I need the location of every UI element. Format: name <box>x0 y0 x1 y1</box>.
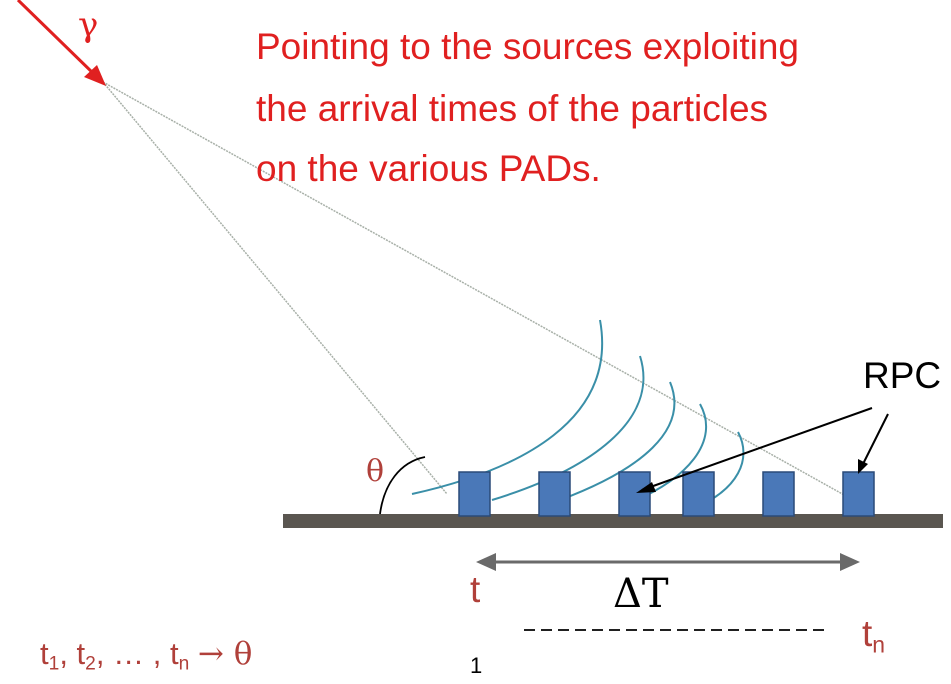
rpc-pad <box>459 472 490 516</box>
rpc-pad <box>619 472 650 516</box>
rpc-pad <box>843 472 874 516</box>
caption-line-3: on the various PADs. <box>256 146 601 192</box>
t-start-index: 1 <box>470 654 482 678</box>
formula-comma: , <box>96 636 113 671</box>
rpc-pad <box>539 472 570 516</box>
formula-space <box>161 636 170 671</box>
formula-t1: t <box>40 636 49 671</box>
formula-tn: t <box>170 636 179 671</box>
rpc-label: RPC <box>863 356 941 396</box>
formula-comma: , <box>59 636 76 671</box>
theta-angle-arc <box>380 457 425 514</box>
formula-t2: t <box>77 636 86 671</box>
delta-t-arrow-head-right <box>840 553 860 571</box>
caption-line-1: Pointing to the sources exploiting <box>256 24 799 70</box>
formula-arrow-theta: → θ <box>198 636 253 672</box>
gamma-label: γ <box>78 8 98 42</box>
rpc-pointer-arrow <box>862 414 888 466</box>
t-end-label: tn <box>862 614 885 664</box>
t-end-letter: t <box>862 613 872 654</box>
formula-t2-sub: 2 <box>85 653 96 674</box>
t-end-subscript: n <box>872 631 885 657</box>
formula-ellipsis: … , <box>113 636 161 671</box>
time-to-angle-formula: t1, t2, … , tn → θ <box>40 636 252 682</box>
formula-tn-sub: n <box>179 653 190 674</box>
ray-line-left <box>103 82 447 494</box>
caption-line-2: the arrival times of the particles <box>256 86 768 132</box>
theta-label: θ <box>366 456 384 488</box>
shower-arc <box>560 382 674 500</box>
delta-t-label: ΔT <box>613 572 669 616</box>
formula-t1-sub: 1 <box>49 653 60 674</box>
shower-arc <box>412 320 602 494</box>
rpc-pointer-arrow <box>642 408 872 490</box>
t-start-label: t <box>470 570 480 610</box>
formula-space <box>189 636 198 671</box>
ray-line-right <box>103 82 846 496</box>
rpc-pad <box>763 472 794 516</box>
rpc-pad <box>683 472 714 516</box>
